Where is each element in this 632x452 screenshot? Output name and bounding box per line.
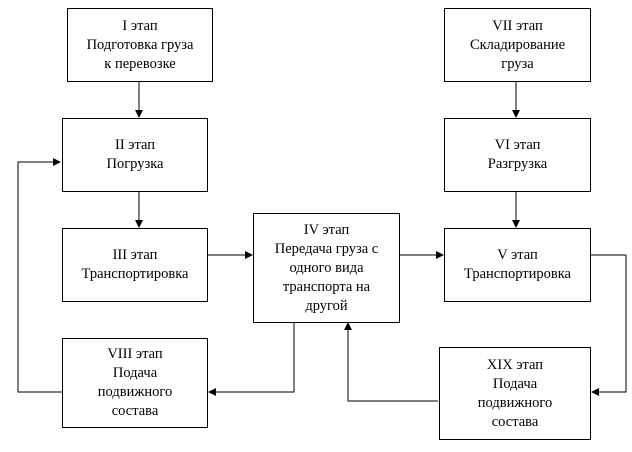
stage-1-line-1: Подготовка груза bbox=[86, 36, 194, 53]
stage-4-line-1: Передача груза с bbox=[274, 240, 379, 257]
stage-3-title: III этап bbox=[112, 247, 158, 263]
stage-4-box: IV этап Передача груза с одного вида тра… bbox=[253, 213, 400, 323]
arrow-stage8-to-stage2 bbox=[17, 158, 62, 393]
stage-1-box: I этап Подготовка груза к перевозке bbox=[67, 8, 213, 82]
stage-7-line-1: Складирование bbox=[469, 36, 566, 53]
stage-5-title: V этап bbox=[497, 247, 538, 263]
stage-1-title: I этап bbox=[122, 17, 158, 34]
stage-5-box: V этап Транспортировка bbox=[444, 228, 591, 302]
stage-2-box: II этап Погрузка bbox=[62, 118, 208, 192]
stage-8-box: VIII этап Подача подвижного состава bbox=[62, 338, 208, 428]
stage-7-title: VII этап bbox=[492, 17, 543, 34]
arrow-stage4-to-stage8 bbox=[208, 322, 295, 396]
stage-19-line-2: подвижного bbox=[477, 394, 553, 411]
stage-19-box: XIX этап Подача подвижного состава bbox=[439, 347, 591, 440]
stage-4-line-3: транспорта на bbox=[282, 278, 371, 295]
stage-8-line-2: подвижного bbox=[97, 384, 173, 400]
stage-4-title: IV этап bbox=[303, 221, 350, 238]
stage-7-line-2: груза bbox=[501, 55, 534, 72]
stage-8-line-1: Подача bbox=[112, 365, 158, 381]
stage-6-title: VI этап bbox=[494, 137, 541, 153]
stage-19-line-1: Подача bbox=[492, 375, 538, 392]
stage-1-line-2: к перевозке bbox=[104, 55, 176, 72]
stage-3-line-1: Транспортировка bbox=[81, 266, 189, 282]
arrow-stage19-to-stage4 bbox=[344, 322, 438, 402]
stage-6-box: VI этап Разгрузка bbox=[444, 118, 591, 192]
stage-19-title: XIX этап bbox=[486, 356, 544, 373]
stage-5-line-1: Транспортировка bbox=[464, 266, 571, 282]
stage-8-line-3: состава bbox=[111, 403, 159, 419]
stage-2-title: II этап bbox=[114, 137, 156, 153]
stage-2-line-1: Погрузка bbox=[106, 156, 164, 172]
stage-4-line-4: другой bbox=[305, 297, 348, 314]
stage-19-line-3: состава bbox=[491, 413, 539, 430]
stage-7-box: VII этап Складирование груза bbox=[444, 8, 591, 82]
stage-8-title: VIII этап bbox=[107, 346, 163, 362]
stage-3-box: III этап Транспортировка bbox=[62, 228, 208, 302]
arrow-stage5-to-stage19 bbox=[590, 254, 627, 396]
stage-6-line-1: Разгрузка bbox=[487, 156, 548, 172]
stage-4-line-2: одного вида bbox=[289, 259, 364, 276]
